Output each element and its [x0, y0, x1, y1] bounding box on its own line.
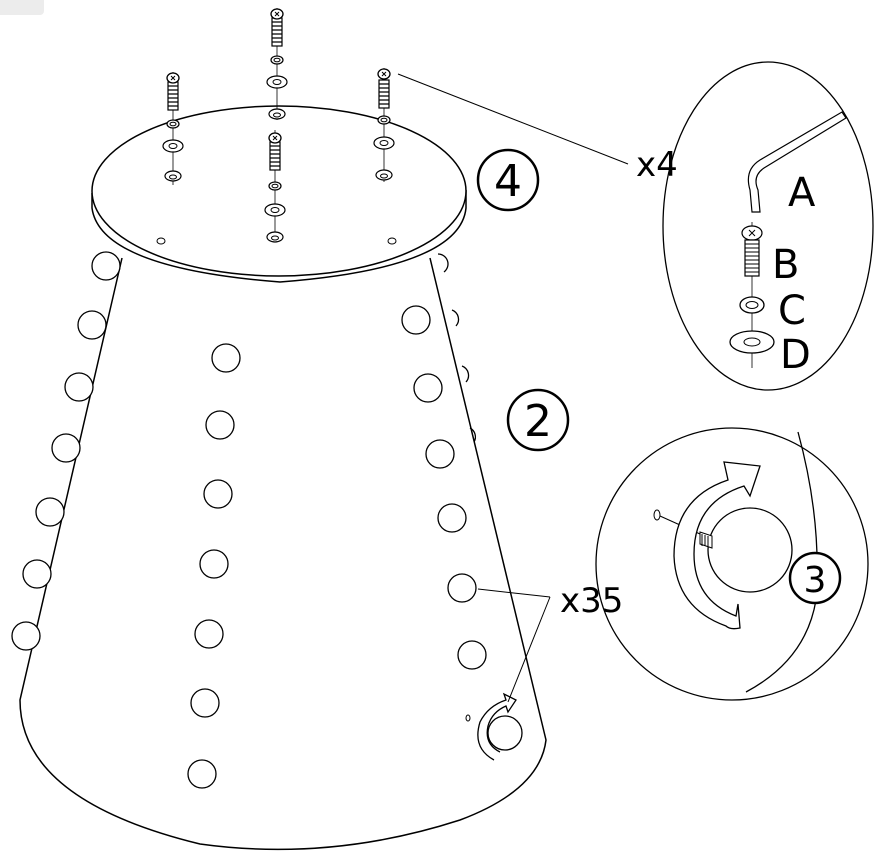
hardware-callout — [662, 61, 874, 391]
step-label-cone: 2 — [524, 396, 552, 447]
step-marker-detail: 3 — [788, 551, 842, 605]
ball — [205, 410, 235, 440]
step-marker-top-plate: 4 — [476, 148, 540, 212]
ball — [77, 310, 107, 340]
part-label-b: B — [772, 242, 799, 288]
ball — [457, 640, 487, 670]
ball-edge — [437, 253, 449, 273]
part-label-a: A — [788, 170, 816, 216]
ball — [199, 549, 229, 579]
ball — [11, 621, 41, 651]
cone-body — [19, 257, 547, 851]
balls — [11, 251, 487, 789]
ball — [51, 433, 81, 463]
ball — [64, 372, 94, 402]
ball — [187, 759, 217, 789]
ball — [91, 251, 121, 281]
hardware-stack-top — [266, 8, 288, 120]
ball-edge — [461, 365, 470, 383]
step-marker-cone: 2 — [506, 388, 570, 452]
ball — [211, 343, 241, 373]
part-label-c: C — [778, 288, 806, 334]
step-label-detail: 3 — [804, 560, 827, 601]
hardware-stacks — [162, 8, 395, 243]
detail-callout — [595, 427, 869, 701]
ball-edge — [451, 309, 460, 327]
ball — [190, 688, 220, 718]
cone-rotation-detail — [465, 692, 523, 761]
ball — [203, 479, 233, 509]
leader-line-hardware — [397, 73, 629, 165]
ball — [194, 619, 224, 649]
ball — [425, 439, 455, 469]
ball-edge — [469, 427, 477, 443]
corner-tab — [0, 0, 44, 15]
top-plate — [91, 105, 467, 283]
allen-key — [747, 111, 847, 213]
ball — [447, 573, 477, 603]
ball — [437, 503, 467, 533]
hardware-stack-right — [373, 68, 395, 182]
ball — [413, 373, 443, 403]
leader-lines-balls — [477, 588, 551, 703]
hardware-count-label: x4 — [636, 145, 678, 185]
ball — [35, 497, 65, 527]
step-label-top-plate: 4 — [494, 156, 522, 207]
hardware-stack-center — [264, 130, 286, 243]
ball — [22, 559, 52, 589]
part-label-d: D — [780, 332, 811, 378]
ball-count-label: x35 — [560, 581, 623, 621]
hardware-stack-left — [162, 72, 184, 185]
ball — [401, 305, 431, 335]
